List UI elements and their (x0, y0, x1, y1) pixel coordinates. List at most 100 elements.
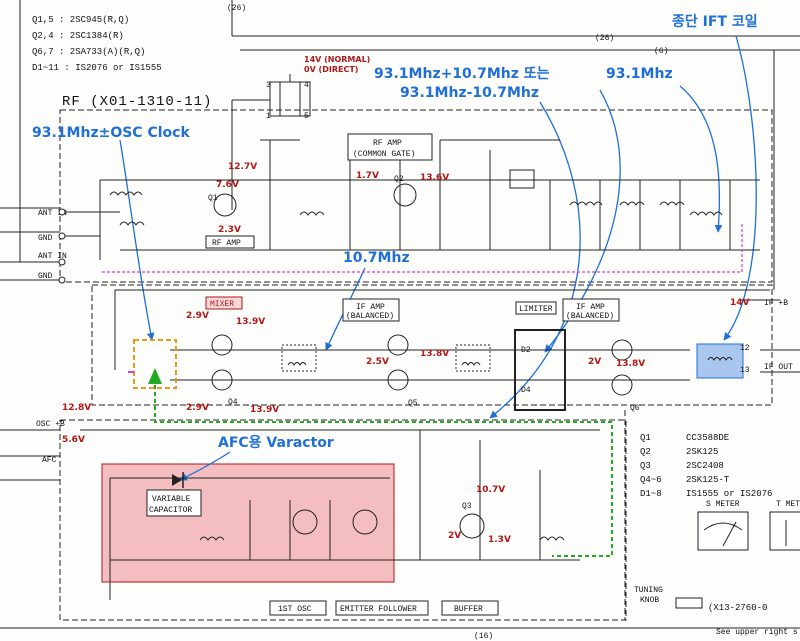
svg-text:2SK125-T: 2SK125-T (686, 475, 730, 485)
svg-text:D2: D2 (521, 346, 531, 355)
svg-text:VARIABLE: VARIABLE (152, 495, 191, 504)
rf-signal-path (100, 224, 743, 273)
annotation-mix-sum: 93.1Mhz+10.7Mhz 또는 (374, 66, 550, 82)
voltage-label: 13.8V (420, 349, 449, 359)
osc-injection-arrow (148, 368, 162, 384)
svg-text:D1~8: D1~8 (640, 489, 662, 499)
svg-text:1: 1 (266, 112, 271, 121)
svg-text:LIMITER: LIMITER (519, 305, 553, 314)
bus-label-26a: (26) (227, 4, 246, 13)
rf-amp-cg-block: RF AMP (COMMON GATE) (347, 133, 433, 161)
svg-text:4: 4 (304, 81, 309, 90)
rf-coils (109, 169, 723, 226)
transistor-q2: Q2 (393, 175, 417, 207)
legend-row-4: D1~11 : IS2076 or IS1555 (32, 63, 162, 73)
if-coils (281, 344, 733, 372)
svg-text:KNOB: KNOB (640, 596, 659, 605)
svg-text:IF AMP: IF AMP (356, 303, 385, 312)
annotation-osc-clock: 93.1Mhz±OSC Clock (32, 125, 190, 141)
transistor-q3-label: Q3 (462, 502, 472, 511)
voltage-label: 2.9V (186, 311, 209, 321)
top-bus (0, 0, 800, 290)
svg-text:CAPACITOR: CAPACITOR (149, 506, 192, 515)
voltage-label: 2.9V (186, 403, 209, 413)
supply-normal-label: 14V (NORMAL) (304, 55, 370, 64)
voltage-label: 13.6V (420, 173, 449, 183)
voltage-label: 7.6V (216, 180, 239, 190)
supply-14v-label: 14V (730, 298, 750, 308)
if-out-label: IF OUT (764, 363, 793, 372)
if-amp-block-2: IF AMP (BALANCED) (562, 298, 620, 322)
annotation-if-freq: 10.7Mhz (343, 250, 410, 266)
svg-text:Q4: Q4 (228, 398, 238, 407)
voltage-label: 13.9V (250, 405, 279, 415)
osc-label: 1ST OSC (278, 605, 312, 614)
svg-text:Q4~6: Q4~6 (640, 475, 662, 485)
svg-text:3: 3 (266, 81, 271, 90)
osc-components (199, 500, 565, 560)
pin-ant-in: ANT IN (38, 209, 67, 218)
svg-text:MIXER: MIXER (210, 300, 234, 309)
rf-module-title: RF (X01-1310-11) (62, 94, 212, 110)
svg-text:(BALANCED): (BALANCED) (566, 312, 614, 321)
svg-text:IS1555 or IS2076: IS1555 or IS2076 (686, 489, 772, 499)
annotation-rf-freq: 93.1Mhz (606, 66, 673, 82)
svg-text:Q2: Q2 (640, 447, 651, 457)
svg-text:CC3588DE: CC3588DE (686, 433, 729, 443)
voltage-label: 13.9V (236, 317, 265, 327)
pin-gnd-2: GND (38, 272, 53, 281)
voltage-label: 12.8V (62, 403, 91, 413)
svg-text:T METER: T METER (776, 500, 800, 509)
svg-text:2SK125: 2SK125 (686, 447, 718, 457)
t-meter: T METER (769, 500, 800, 551)
svg-text:See upper right s: See upper right s (716, 628, 798, 637)
transistor-q1: Q1 (208, 193, 237, 217)
ift-highlight-region (696, 343, 744, 379)
svg-text:RF AMP: RF AMP (373, 139, 402, 148)
antenna-input: ANT IN GND ANT IN GND (38, 208, 67, 284)
svg-text:2SC2408: 2SC2408 (686, 461, 724, 471)
svg-text:12: 12 (740, 344, 750, 353)
legend-row-3: Q6,7 : 2SA733(A)(R,Q) (32, 47, 145, 57)
bus-label-16: (16) (474, 632, 493, 641)
supply-switch: 14V (NORMAL) 0V (DIRECT) 3 4 1 5 (232, 55, 370, 121)
legend-row-1: Q1,5 : 2SC945(R,Q) (32, 15, 129, 25)
voltage-label: 13.8V (616, 359, 645, 369)
svg-text:Q6: Q6 (630, 404, 640, 413)
afc-highlight-region (101, 463, 395, 583)
voltage-label: 5.6V (62, 435, 85, 445)
pin-gnd: GND (38, 234, 53, 243)
semiconductor-legend: Q1,5 : 2SC945(R,Q) Q2,4 : 2SC1384(R) Q6,… (32, 15, 162, 73)
svg-text:IF AMP: IF AMP (576, 303, 605, 312)
voltage-label: 2.3V (218, 225, 241, 235)
mixer-block: MIXER (205, 296, 243, 310)
svg-text:Q2: Q2 (394, 175, 404, 184)
transistor-q4: Q4 (211, 334, 238, 407)
s-meter: S METER (697, 500, 749, 551)
voltage-label: 12.7V (228, 162, 257, 172)
transistor-q6: Q6 (611, 339, 640, 413)
variable-capacitor-block: VARIABLE CAPACITOR (146, 489, 202, 517)
svg-text:D4: D4 (521, 386, 531, 395)
legend-row-2: Q2,4 : 2SC1384(R) (32, 31, 124, 41)
svg-text:(COMMON GATE): (COMMON GATE) (353, 150, 415, 159)
svg-text:S METER: S METER (706, 500, 740, 509)
buffer-label: BUFFER (454, 605, 483, 614)
limiter-block: LIMITER D2 D4 (514, 301, 566, 411)
svg-text:Q1: Q1 (208, 194, 218, 203)
rf-amp-block: RF AMP (205, 235, 255, 249)
svg-text:RF AMP: RF AMP (212, 239, 241, 248)
annotation-ift-coil: 종단 IFT 코일 (672, 13, 758, 30)
voltage-label: 1.3V (488, 535, 511, 545)
svg-text:Q5: Q5 (408, 399, 418, 408)
osc-stage-labels: 1ST OSC EMITTER FOLLOWER BUFFER (269, 600, 499, 616)
voltage-label: 2V (448, 531, 461, 541)
parts-table: Q1 CC3588DE Q2 2SK125 Q3 2SC2408 Q4~6 2S… (640, 433, 772, 499)
osc-signal-path (154, 385, 613, 557)
annotation-arrows (119, 35, 757, 481)
svg-text:Q3: Q3 (640, 461, 651, 471)
svg-text:5: 5 (304, 112, 309, 121)
svg-text:(X13-2760-0: (X13-2760-0 (708, 603, 767, 613)
svg-text:13: 13 (740, 366, 750, 375)
pin-afc: AFC (42, 456, 57, 465)
